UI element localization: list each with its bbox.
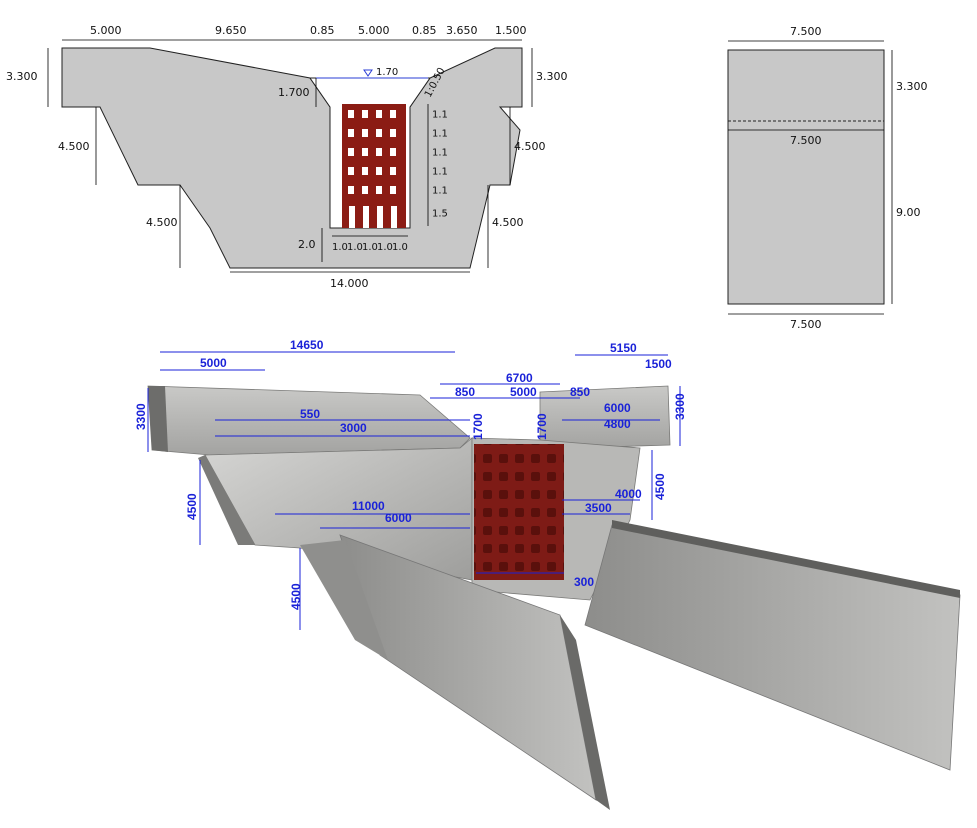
wing-wall-left-2 bbox=[300, 540, 388, 660]
side-view-body bbox=[727, 49, 885, 305]
block-window bbox=[390, 148, 396, 156]
top-dim-6: 3.650 bbox=[446, 24, 478, 37]
cross-section: 1.70 5.000 9.650 0.85 5.000 0.85 3.650 1… bbox=[6, 24, 568, 290]
render-dim-label: 4800 bbox=[604, 417, 631, 431]
top-dim-3: 0.85 bbox=[310, 24, 335, 37]
bottom-dim: 14.000 bbox=[330, 277, 369, 290]
render-dim-label: 3500 bbox=[585, 501, 612, 515]
top-dim-2: 9.650 bbox=[215, 24, 247, 37]
render-dim-label: 4500 bbox=[289, 583, 303, 610]
block-window bbox=[362, 110, 368, 118]
top-dim-7: 1.500 bbox=[495, 24, 527, 37]
top-dim-5: 0.85 bbox=[412, 24, 437, 37]
block-col-dim: 1.0 bbox=[392, 242, 408, 253]
block-3d bbox=[474, 444, 564, 580]
block-opening bbox=[349, 206, 355, 228]
wing-wall-right bbox=[584, 524, 961, 771]
render-dim-label: 6700 bbox=[506, 371, 533, 385]
side-view: 7.500 7.500 7.500 3.300 9.00 bbox=[727, 25, 928, 331]
wing-wall-left-edge bbox=[560, 615, 610, 810]
side-lower-height: 9.00 bbox=[896, 206, 921, 219]
render-dim-label: 5000 bbox=[200, 356, 227, 370]
render-dim-label: 850 bbox=[455, 385, 475, 399]
block-window bbox=[348, 186, 354, 194]
block-window bbox=[390, 129, 396, 137]
dim-lines-3d bbox=[147, 351, 681, 630]
right-dim-3: 4.500 bbox=[492, 216, 524, 229]
block-window bbox=[362, 148, 368, 156]
render-dim-label: 4500 bbox=[185, 493, 199, 520]
base-dim: 2.0 bbox=[298, 238, 316, 251]
block-row-dim: 1.5 bbox=[432, 209, 448, 220]
block-window bbox=[376, 110, 382, 118]
render-dim-label: 4000 bbox=[615, 487, 642, 501]
block-col-dim: 1.0 bbox=[347, 242, 363, 253]
block-window bbox=[348, 148, 354, 156]
block-row-dim: 1.1 bbox=[432, 148, 448, 159]
block-opening bbox=[377, 206, 383, 228]
block-col-dim: 1.0 bbox=[377, 242, 393, 253]
concrete-section bbox=[61, 47, 523, 269]
block-grid bbox=[342, 104, 406, 228]
render-dim-label: 6000 bbox=[604, 401, 631, 415]
render-dim-label: 1700 bbox=[471, 413, 485, 440]
block-window bbox=[348, 167, 354, 175]
top-dim-4: 5.000 bbox=[358, 24, 390, 37]
render-dim-label: 4500 bbox=[653, 473, 667, 500]
render-dim-label: 14650 bbox=[290, 338, 324, 352]
block-opening bbox=[391, 206, 397, 228]
block-window bbox=[376, 167, 382, 175]
block-opening bbox=[363, 206, 369, 228]
render-dim-label: 1700 bbox=[535, 413, 549, 440]
block-window bbox=[362, 167, 368, 175]
top-dim-1: 5.000 bbox=[90, 24, 122, 37]
block-window bbox=[390, 110, 396, 118]
block-col-dim: 1.0 bbox=[332, 242, 348, 253]
render-dim-label: 5150 bbox=[610, 341, 637, 355]
right-dim-1: 3.300 bbox=[536, 70, 568, 83]
render-dim-label: 850 bbox=[570, 385, 590, 399]
left-dim-1: 3.300 bbox=[6, 70, 38, 83]
side-top-width: 7.500 bbox=[790, 25, 822, 38]
render-dim-label: 5000 bbox=[510, 385, 537, 399]
block-window bbox=[390, 186, 396, 194]
render-dim-label: 550 bbox=[300, 407, 320, 421]
render-dim-label: 300 bbox=[574, 575, 594, 589]
render-dim-label: 3300 bbox=[134, 403, 148, 430]
side-bottom-width: 7.500 bbox=[790, 318, 822, 331]
side-upper-height: 3.300 bbox=[896, 80, 928, 93]
block-row-dim: 1.1 bbox=[432, 129, 448, 140]
water-level-icon bbox=[363, 69, 373, 77]
wing-wall-right-top bbox=[612, 520, 960, 598]
render-dim-label: 3000 bbox=[340, 421, 367, 435]
inner-dim-1700: 1.700 bbox=[278, 86, 310, 99]
render-dim-label: 1500 bbox=[645, 357, 672, 371]
block-window bbox=[376, 148, 382, 156]
block-row-dim: 1.1 bbox=[432, 167, 448, 178]
water-label: 1.70 bbox=[376, 67, 398, 78]
left-dim-3: 4.500 bbox=[146, 216, 178, 229]
block-window bbox=[362, 186, 368, 194]
block-window bbox=[376, 129, 382, 137]
right-dim-2: 4.500 bbox=[514, 140, 546, 153]
left-dim-2: 4.500 bbox=[58, 140, 90, 153]
block-window bbox=[348, 110, 354, 118]
block-row-dim: 1.1 bbox=[432, 186, 448, 197]
left-step bbox=[198, 455, 255, 545]
render-dim-label: 6000 bbox=[385, 511, 412, 525]
block-window bbox=[362, 129, 368, 137]
render-dim-label: 3300 bbox=[673, 393, 687, 420]
block-row-dim: 1.1 bbox=[432, 110, 448, 121]
render-dim-label: 11000 bbox=[352, 499, 385, 513]
side-mid-width: 7.500 bbox=[790, 134, 822, 147]
left-end-face bbox=[148, 386, 168, 452]
block-window bbox=[348, 129, 354, 137]
render-3d: 14650 5000 5150 1500 6700 850 5000 850 6000 4800 3… bbox=[134, 338, 961, 810]
block-window bbox=[376, 186, 382, 194]
block-window bbox=[390, 167, 396, 175]
block-col-dim: 1.0 bbox=[362, 242, 378, 253]
